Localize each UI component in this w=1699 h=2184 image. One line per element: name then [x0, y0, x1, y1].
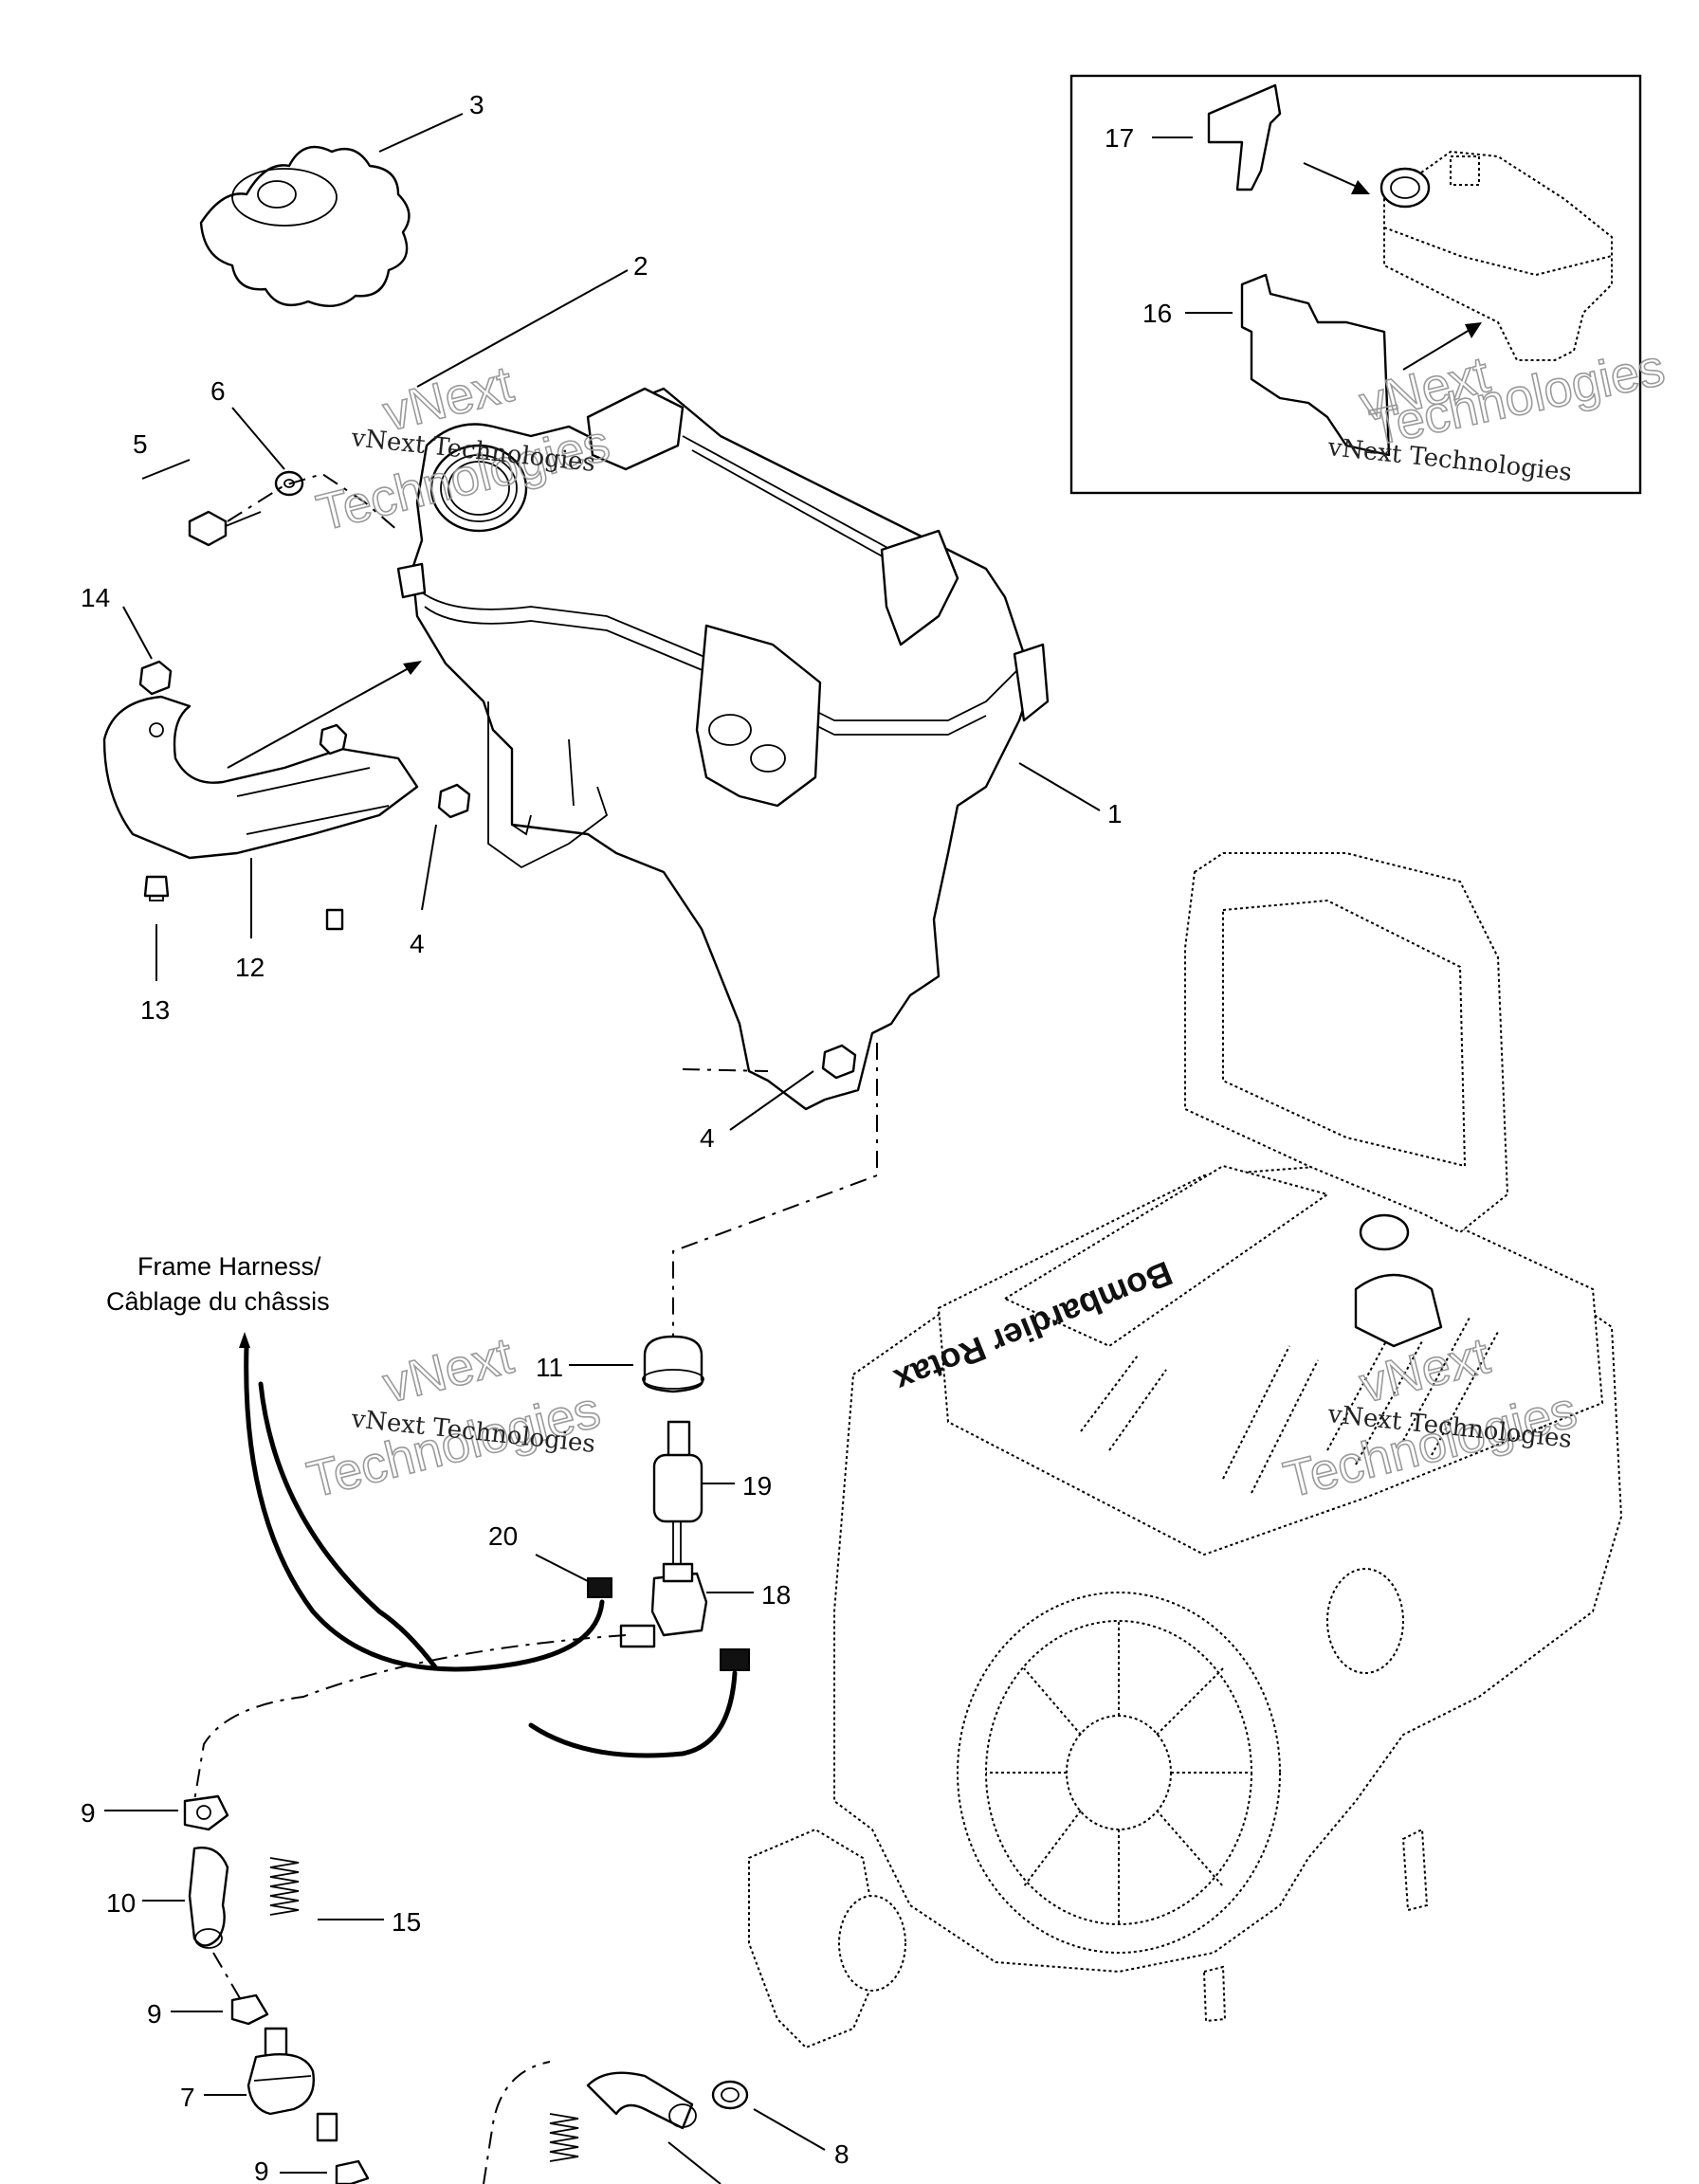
bolt-5 — [188, 510, 262, 547]
svg-text:vNext: vNext — [377, 1327, 518, 1414]
spring-15 — [269, 1857, 300, 1916]
hose-8 — [586, 2071, 697, 2130]
grommet-11 — [642, 1335, 704, 1393]
callout-7: 7 — [180, 2083, 195, 2112]
inset-detail-box: 17 16 Technologies vNext Technologies vN… — [1069, 74, 1671, 495]
clamp-9c — [335, 2159, 370, 2184]
callout-19: 19 — [742, 1471, 772, 1501]
decal-16 — [1240, 273, 1391, 457]
inset-reservoir — [1379, 150, 1613, 361]
callout-20: 20 — [488, 1521, 518, 1551]
coolant-reservoir-1 — [396, 387, 1050, 1111]
clamp-9b — [230, 1993, 269, 2026]
nut-4b — [821, 1044, 857, 1080]
callout-11: 11 — [536, 1353, 563, 1382]
callout-16: 16 — [1142, 299, 1172, 328]
tee-fitting-18 — [619, 1562, 708, 1648]
screw-13b — [325, 908, 344, 931]
nut-4a — [437, 783, 471, 819]
callout-8: 8 — [834, 2139, 850, 2169]
callout-1: 1 — [1107, 799, 1123, 828]
callout-9b: 9 — [147, 1999, 162, 2029]
frame-harness-label-line1: Frame Harness/ — [137, 1252, 321, 1281]
callout-5: 5 — [133, 429, 148, 459]
clamp-8 — [711, 2080, 749, 2110]
callout-2: 2 — [633, 251, 649, 281]
callout-9a: 9 — [81, 1798, 96, 1828]
hose-10 — [188, 1847, 229, 1949]
nut-14 — [138, 660, 173, 696]
screw-13 — [143, 875, 170, 901]
callout-15: 15 — [392, 1907, 421, 1937]
reservoir-cap-3 — [199, 145, 411, 307]
valve-7 — [247, 2027, 338, 2142]
callout-14: 14 — [81, 583, 110, 612]
heat-shield-12 — [102, 695, 419, 860]
callout-4a: 4 — [410, 929, 425, 958]
callout-12: 12 — [235, 953, 265, 982]
callout-18: 18 — [761, 1580, 791, 1610]
level-sensor-19 — [652, 1420, 703, 1564]
callout-10: 10 — [106, 1888, 136, 1918]
engine-assembly: Bombardier Rotax — [748, 852, 1623, 2049]
callout-17: 17 — [1105, 123, 1134, 153]
callout-6: 6 — [210, 376, 226, 406]
spring-15b — [549, 2113, 579, 2162]
nut-14b — [319, 723, 348, 755]
frame-harness-label-line2: Câblage du châssis — [106, 1287, 330, 1316]
callout-9c: 9 — [254, 2157, 269, 2184]
callout-4b: 4 — [700, 1123, 715, 1153]
callout-3: 3 — [469, 90, 484, 119]
callout-13: 13 — [140, 995, 170, 1025]
clamp-9a — [183, 1794, 229, 1831]
decal-17 — [1207, 83, 1282, 191]
connector-20 — [587, 1577, 750, 1671]
